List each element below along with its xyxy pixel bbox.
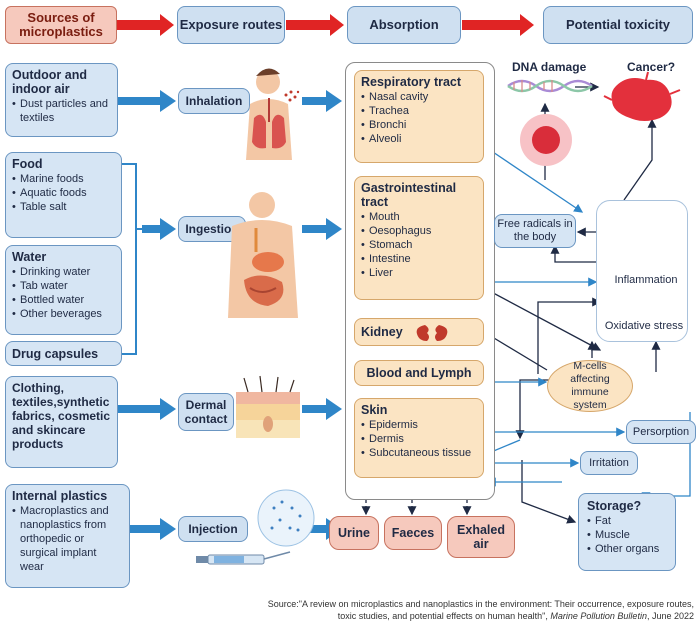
output-exhaled: Exhaled air [447, 516, 515, 558]
source-route-arrows [118, 90, 176, 540]
organ-blood: Blood and Lymph [354, 360, 484, 386]
effect-oxidative-stress: Oxidative stress [604, 320, 684, 332]
source-internal-list: Macroplastics and nanoplastics from orth… [12, 504, 123, 574]
organ-respiratory: Respiratory tract Nasal cavity Trachea B… [354, 70, 484, 163]
route-injection: Injection [178, 516, 248, 542]
source-air: Outdoor and indoor air Dust particles an… [5, 63, 118, 137]
header-exposure: Exposure routes [177, 6, 285, 44]
effect-free-radicals: Free radicals in the body [494, 214, 576, 248]
organ-kidney: Kidney [354, 318, 484, 346]
effect-storage-list: Fat Muscle Other organs [587, 514, 667, 556]
source-water-list: Drinking water Tab water Bottled water O… [12, 265, 115, 321]
organ-gi-list: Mouth Oesophagus Stomach Intestine Liver [361, 210, 477, 280]
skin-layers-icon [236, 375, 300, 438]
human-lungs-icon [246, 68, 300, 160]
route-inhalation: Inhalation [178, 88, 250, 114]
dna-icon [507, 79, 593, 93]
output-faeces: Faeces [384, 516, 442, 550]
header-sources: Sources of microplastics [5, 6, 117, 44]
source-clothing: Clothing, textiles,synthetic fabrics, co… [5, 376, 118, 468]
header-arrows [117, 14, 534, 36]
dna-damage-label: DNA damage [512, 60, 587, 74]
organ-skin-list: Epidermis Dermis Subcutaneous tissue [361, 418, 477, 460]
effect-inflammation-panel [596, 200, 688, 342]
effect-irritation: Irritation [580, 451, 638, 475]
effect-persorption: Persorption [626, 420, 696, 444]
source-food-list: Marine foods Aquatic foods Table salt [12, 172, 115, 214]
cancer-label: Cancer? [627, 60, 676, 74]
source-water: Water Drinking water Tab water Bottled w… [5, 245, 122, 335]
effect-storage: Storage? Fat Muscle Other organs [578, 493, 676, 571]
organ-gi: Gastrointestinal tract Mouth Oesophagus … [354, 176, 484, 300]
effect-inflammation: Inflammation [614, 274, 678, 286]
cancer-mass-icon [603, 71, 681, 121]
route-dermal: Dermal contact [178, 393, 234, 431]
source-note: Source:"A review on microplastics and na… [267, 599, 694, 621]
source-air-list: Dust particles and textiles [12, 97, 111, 125]
tumor-cell-icon [520, 114, 572, 166]
header-toxicity: Potential toxicity [543, 6, 693, 44]
source-drug: Drug capsules [5, 341, 122, 366]
kidney-icon [416, 325, 448, 341]
output-urine: Urine [329, 516, 379, 550]
source-internal: Internal plastics Macroplastics and nano… [5, 484, 130, 588]
syringe-icon [196, 489, 315, 565]
organ-respiratory-list: Nasal cavity Trachea Bronchi Alveoli [361, 90, 477, 146]
effect-mcells: M-cells affecting immune system [547, 360, 633, 412]
human-digestive-icon [228, 192, 298, 318]
header-absorption: Absorption [347, 6, 461, 44]
organ-skin: Skin Epidermis Dermis Subcutaneous tissu… [354, 398, 484, 478]
source-food: Food Marine foods Aquatic foods Table sa… [5, 152, 122, 238]
